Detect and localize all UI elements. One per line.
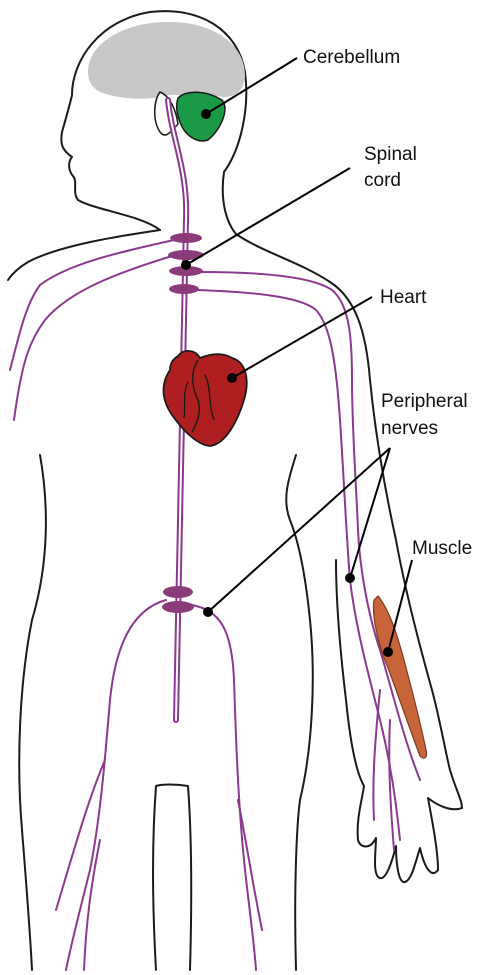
muscle (374, 596, 427, 758)
label-spinal-cord-line2: cord (364, 170, 401, 191)
right-torso-outline (286, 455, 313, 970)
muscle-leader (388, 560, 412, 652)
left-torso-outline (32, 455, 46, 620)
label-peripheral-line2: nerves (381, 418, 438, 439)
label-cerebellum: Cerebellum (303, 47, 400, 68)
cerebrum (88, 22, 245, 99)
label-muscle: Muscle (412, 538, 472, 559)
heart (163, 351, 246, 446)
label-heart: Heart (380, 287, 427, 308)
brain (88, 22, 245, 141)
muscle-shape (374, 596, 427, 758)
left-leg-outline (19, 620, 32, 970)
label-peripheral-line1: Peripheral (381, 391, 468, 412)
label-spinal-cord-line1: Spinal (364, 144, 417, 165)
left-shoulder-outline (8, 230, 160, 280)
heart-shape (163, 351, 246, 446)
peripheral-leader-2 (208, 448, 390, 612)
peripheral-leader-1 (350, 448, 390, 578)
cerebellum-shape (177, 92, 225, 141)
crotch-outline (153, 785, 191, 971)
